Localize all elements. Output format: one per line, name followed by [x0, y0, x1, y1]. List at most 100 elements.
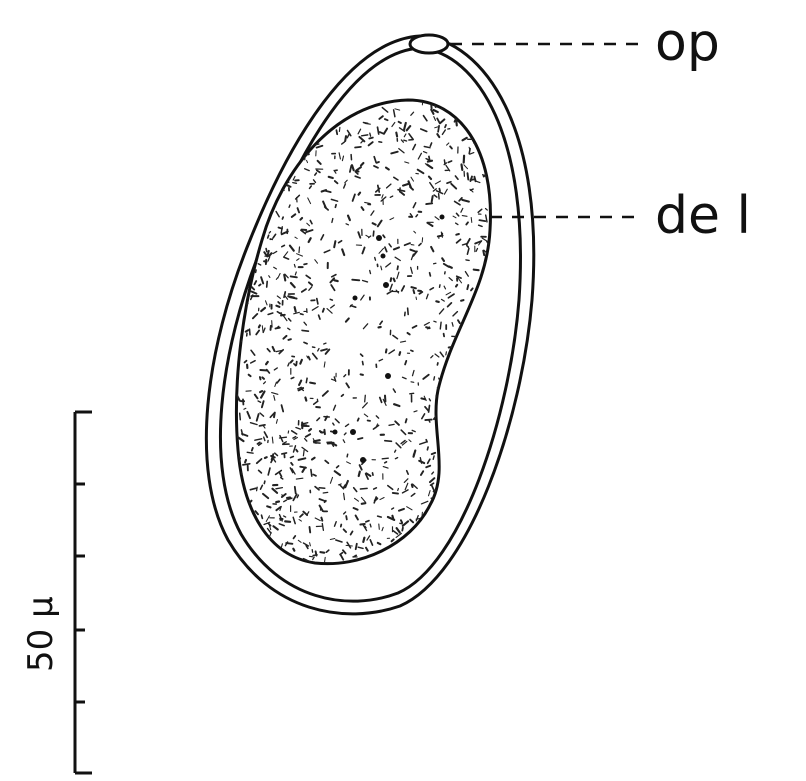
- stipple-mark: [282, 245, 285, 246]
- stipple-mark: [491, 539, 493, 542]
- stipple-mark: [240, 199, 241, 202]
- stipple-mark: [290, 136, 295, 137]
- stipple-mark: [489, 506, 493, 508]
- stipple-mark: [249, 263, 251, 266]
- stipple-mark: [335, 205, 336, 208]
- stipple-mark: [254, 137, 260, 140]
- stipple-mark: [475, 347, 481, 348]
- stipple-mark: [334, 241, 335, 247]
- stipple-mark: [481, 513, 486, 516]
- stipple-mark: [281, 173, 287, 176]
- stipple-mark: [414, 545, 415, 550]
- stipple-mark: [285, 559, 288, 561]
- stipple-mark: [370, 133, 371, 136]
- stipple-mark: [296, 450, 297, 452]
- stipple-mark: [252, 260, 255, 262]
- stipple-mark: [363, 567, 368, 571]
- stipple-mark: [493, 482, 496, 483]
- stipple-mark: [359, 472, 360, 476]
- stipple-mark: [243, 464, 250, 465]
- stipple-mark: [237, 294, 240, 296]
- stipple-mark: [305, 398, 306, 401]
- stipple-mark: [411, 287, 416, 288]
- stipple-mark: [251, 112, 254, 113]
- stipple-mark: [267, 506, 270, 507]
- stipple-mark: [267, 544, 271, 549]
- stipple-mark: [432, 453, 436, 454]
- stipple-mark: [459, 444, 466, 445]
- stipple-mark: [417, 558, 418, 560]
- stipple-mark: [234, 134, 238, 137]
- stipple-mark: [483, 548, 484, 550]
- stipple-mark: [244, 198, 249, 203]
- stipple-mark: [280, 131, 281, 133]
- stipple-mark: [466, 260, 469, 261]
- stipple-mark: [464, 376, 466, 378]
- stipple-mark: [247, 257, 253, 258]
- stipple-mark: [440, 285, 441, 288]
- stipple-mark: [429, 399, 430, 401]
- stipple-mark: [259, 284, 261, 285]
- stipple-mark: [373, 567, 376, 568]
- stipple-mark: [462, 216, 467, 217]
- stipple-mark: [238, 204, 241, 209]
- stipple-mark: [488, 416, 491, 417]
- stipple-mark: [346, 224, 348, 225]
- stipple-mark: [461, 527, 464, 529]
- stipple-mark: [324, 343, 326, 344]
- stipple-mark: [252, 107, 257, 111]
- stipple-mark: [291, 276, 297, 277]
- stipple-mark: [447, 389, 453, 390]
- stipple-mark: [493, 239, 496, 242]
- stipple-mark: [379, 524, 380, 529]
- stipple-mark: [446, 352, 447, 355]
- stipple-mark: [451, 564, 456, 566]
- stipple-mark: [454, 377, 460, 378]
- stipple-mark: [436, 502, 439, 505]
- stipple-mark: [247, 452, 253, 453]
- stipple-mark: [402, 528, 403, 531]
- stipple-mark: [346, 103, 350, 108]
- stipple-mark: [360, 524, 364, 525]
- stipple-mark: [373, 473, 374, 475]
- stipple-mark: [317, 299, 318, 304]
- stipple-mark: [304, 116, 306, 118]
- stipple-mark: [473, 395, 475, 401]
- stipple-mark: [266, 125, 269, 126]
- stipple-mark: [365, 123, 370, 124]
- stipple-mark: [300, 467, 306, 468]
- stipple-mark: [249, 512, 251, 514]
- stipple-mark: [427, 543, 429, 545]
- stipple-mark: [289, 150, 290, 152]
- stipple-mark: [282, 217, 283, 219]
- stipple-mark: [276, 306, 279, 307]
- stipple-mark: [254, 112, 256, 114]
- stipple-mark: [468, 566, 469, 569]
- stipple-mark: [365, 395, 366, 402]
- stipple-mark: [468, 113, 470, 115]
- stipple-mark: [236, 220, 240, 222]
- stipple-mark: [449, 458, 453, 463]
- stipple-mark: [439, 442, 443, 444]
- stipple-mark: [444, 334, 445, 337]
- stipple-mark: [470, 350, 471, 353]
- stipple-mark: [378, 543, 381, 544]
- stipple-mark: [450, 378, 455, 379]
- stipple-mark: [265, 457, 267, 458]
- stipple-mark: [358, 419, 359, 421]
- stipple-mark: [260, 391, 262, 392]
- stipple-mark: [341, 525, 342, 527]
- stipple-mark: [411, 350, 413, 351]
- stipple-mark: [447, 392, 453, 393]
- stipple-mark: [266, 249, 267, 252]
- stipple-mark: [291, 457, 294, 458]
- stipple-mark: [267, 104, 270, 110]
- stipple-mark: [396, 133, 397, 137]
- stipple-mark: [235, 246, 238, 249]
- stipple-mark: [396, 558, 400, 559]
- stipple-mark: [458, 356, 461, 359]
- stipple-mark: [293, 183, 297, 184]
- stipple-mark: [486, 333, 487, 336]
- stipple-mark: [475, 499, 480, 504]
- stipple-mark: [238, 472, 239, 474]
